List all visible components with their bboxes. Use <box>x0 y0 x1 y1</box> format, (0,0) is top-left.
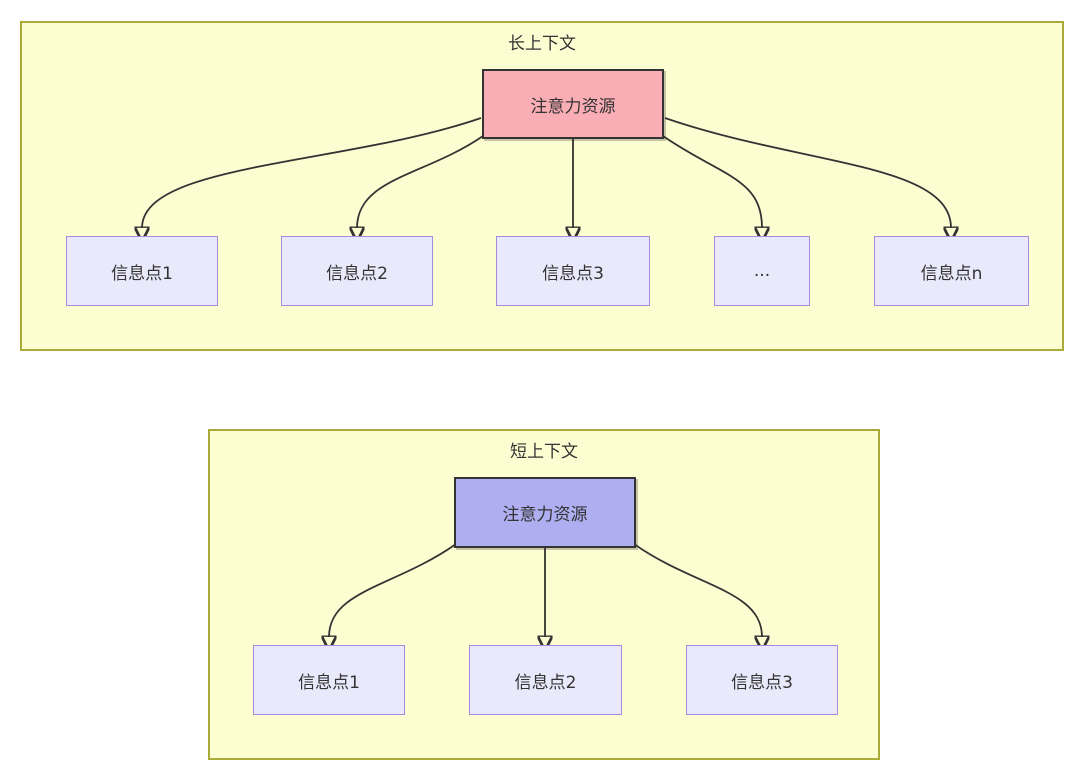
long-info-node-3: 信息点3 <box>496 236 650 306</box>
long-info-node-n-label: 信息点n <box>920 263 983 284</box>
long-info-node-n: 信息点n <box>874 236 1029 306</box>
long-info-node-3-label: 信息点3 <box>542 263 604 284</box>
long-info-node-1-label: 信息点1 <box>111 263 173 284</box>
long-info-node-ellipsis-label: ... <box>753 261 771 281</box>
long-info-node-1: 信息点1 <box>66 236 218 306</box>
short-attention-box: 注意力资源 <box>454 477 636 548</box>
long-context-title: 长上下文 <box>508 34 576 54</box>
short-info-node-1: 信息点1 <box>253 645 405 715</box>
short-info-node-3: 信息点3 <box>686 645 838 715</box>
long-attention-label: 注意力资源 <box>530 96 616 117</box>
short-info-node-2-label: 信息点2 <box>514 672 577 693</box>
long-info-node-2-label: 信息点2 <box>326 263 388 284</box>
long-info-node-2: 信息点2 <box>281 236 433 306</box>
short-info-node-1-label: 信息点1 <box>298 672 360 693</box>
short-attention-label: 注意力资源 <box>502 505 588 525</box>
long-info-node-ellipsis: ... <box>714 236 810 306</box>
short-context-title: 短上下文 <box>510 442 578 462</box>
long-attention-box: 注意力资源 <box>482 69 664 139</box>
short-info-node-2: 信息点2 <box>469 645 622 715</box>
short-info-node-3-label: 信息点3 <box>731 672 793 693</box>
